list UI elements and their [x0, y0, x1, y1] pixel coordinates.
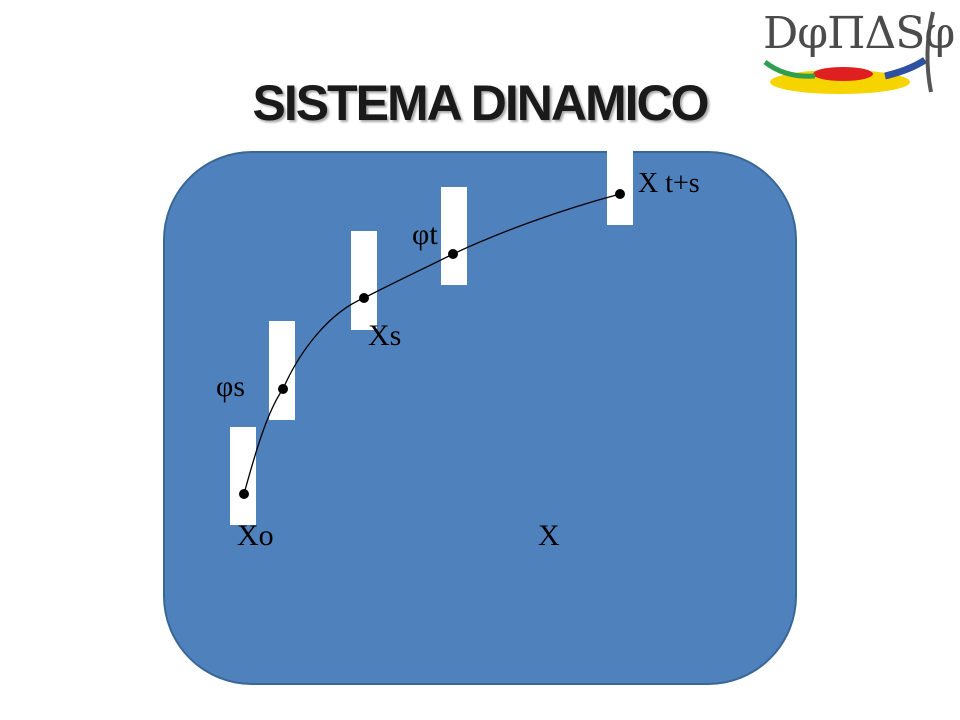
- label-xts: X t+s: [638, 168, 700, 199]
- logo-arrow: [884, 57, 927, 80]
- point-phi-s: [278, 384, 288, 394]
- logo-graphic: [763, 11, 935, 94]
- dipasi-logo: DφΠΔSφ: [745, 2, 955, 98]
- state-space-region: [163, 151, 797, 685]
- point-phi-t: [448, 249, 458, 259]
- point-xts: [615, 189, 625, 199]
- fiber-xs: [351, 231, 377, 330]
- fiber-xts: [607, 127, 633, 225]
- logo-text: DφΠΔSφ: [763, 8, 955, 59]
- point-xs: [359, 293, 369, 303]
- label-phi-s: φs: [216, 370, 245, 403]
- label-space: X: [538, 519, 560, 552]
- logo-green-arc: [763, 60, 816, 79]
- point-x0: [239, 489, 249, 499]
- logo-red-disc: [813, 67, 873, 81]
- label-phi-t: φt: [412, 218, 438, 251]
- label-xs: Xs: [368, 319, 402, 352]
- slide-title: SISTEMA DINAMICO: [252, 75, 709, 131]
- fiber-x0: [230, 427, 256, 525]
- fiber-phi-t: [441, 187, 467, 285]
- logo-integral: [925, 11, 935, 93]
- fiber-phi-s: [269, 321, 295, 420]
- label-x0: Xo: [237, 519, 274, 552]
